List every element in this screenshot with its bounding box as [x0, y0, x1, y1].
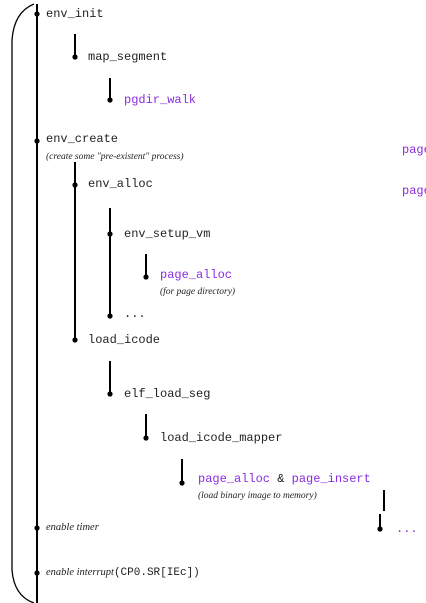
note-env-create: (create some "pre-existent" process): [46, 152, 184, 162]
node-enable-timer: enable timer: [46, 520, 99, 535]
dot-env-init: [34, 11, 40, 17]
dot-load-icode: [72, 337, 78, 343]
node-page-alloc-2: page_alloc: [198, 472, 271, 486]
node-load-icode-mapper: load_icode_mapper: [160, 431, 283, 445]
node-page-alloc-insert: page_alloc & page_insert: [198, 472, 371, 486]
node-page-insert: page_insert: [291, 472, 371, 486]
node-env-alloc: env_alloc: [88, 177, 153, 191]
side-label-2: page: [402, 184, 426, 198]
enable-interrupt-text: enable interrupt: [46, 567, 114, 578]
node-page-alloc-1: page_alloc: [160, 268, 233, 282]
dot-ellipsis-2: [377, 526, 383, 532]
dot-load-icode-mapper: [143, 435, 149, 441]
dot-page-alloc-2: [179, 480, 185, 486]
outer-bracket: [11, 3, 35, 603]
node-ellipsis-2: ...: [396, 522, 418, 536]
note-page-alloc-1: (for page directory): [160, 287, 236, 297]
dot-env-setup-vm: [107, 231, 113, 237]
node-amp: &: [277, 472, 285, 486]
dot-elf-load-seg: [107, 391, 113, 397]
dot-env-create: [34, 138, 40, 144]
node-env-init: env_init: [46, 7, 104, 21]
enable-timer-text: enable timer: [46, 522, 99, 533]
node-elf-load-seg: elf_load_seg: [124, 387, 211, 401]
note-load-binary: (load binary image to memory): [198, 491, 317, 501]
side-label-2-clip: page: [402, 184, 426, 200]
enable-interrupt-register: (CP0.SR[IEc]): [113, 567, 200, 579]
node-env-create: env_create: [46, 132, 119, 146]
node-enable-interrupt: enable interrupt(CP0.SR[IEc]): [46, 565, 200, 580]
dot-env-alloc: [72, 182, 78, 188]
side-label-1-clip: page: [402, 143, 426, 159]
dot-page-alloc-1: [143, 274, 149, 280]
node-map-segment: map_segment: [88, 50, 168, 64]
side-label-1: page: [402, 143, 426, 157]
dot-enable-interrupt: [34, 570, 40, 576]
dot-enable-timer: [34, 525, 40, 531]
node-pgdir-walk: pgdir_walk: [124, 93, 197, 107]
dot-ellipsis-1: [107, 313, 113, 319]
node-env-setup-vm: env_setup_vm: [124, 227, 211, 241]
node-load-icode: load_icode: [88, 333, 161, 347]
dot-map-segment: [72, 54, 78, 60]
dot-pgdir-walk: [107, 97, 113, 103]
node-ellipsis-1: ...: [124, 307, 146, 321]
